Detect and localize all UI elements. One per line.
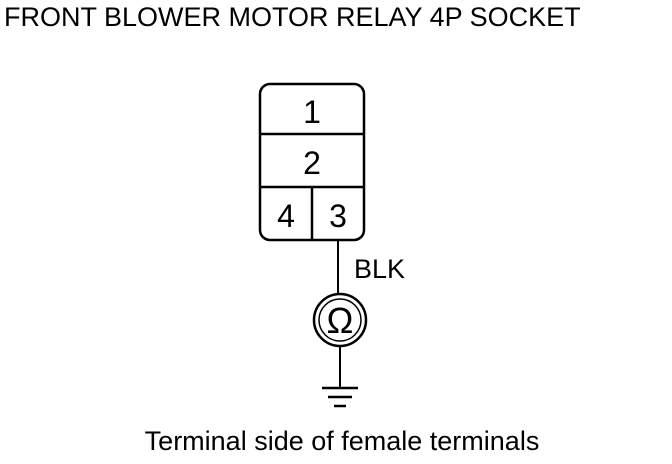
ohm-symbol: Ω <box>327 300 354 341</box>
wire-color-label: BLK <box>354 254 405 284</box>
terminal-3: 3 <box>329 198 347 234</box>
diagram-title: FRONT BLOWER MOTOR RELAY 4P SOCKET <box>4 2 581 32</box>
ohmmeter-icon: Ω <box>312 292 368 348</box>
terminal-2: 2 <box>303 145 321 181</box>
terminal-1: 1 <box>303 94 321 130</box>
ground-icon <box>322 386 358 408</box>
terminal-4: 4 <box>277 198 295 234</box>
diagram-caption: Terminal side of female terminals <box>144 426 540 456</box>
